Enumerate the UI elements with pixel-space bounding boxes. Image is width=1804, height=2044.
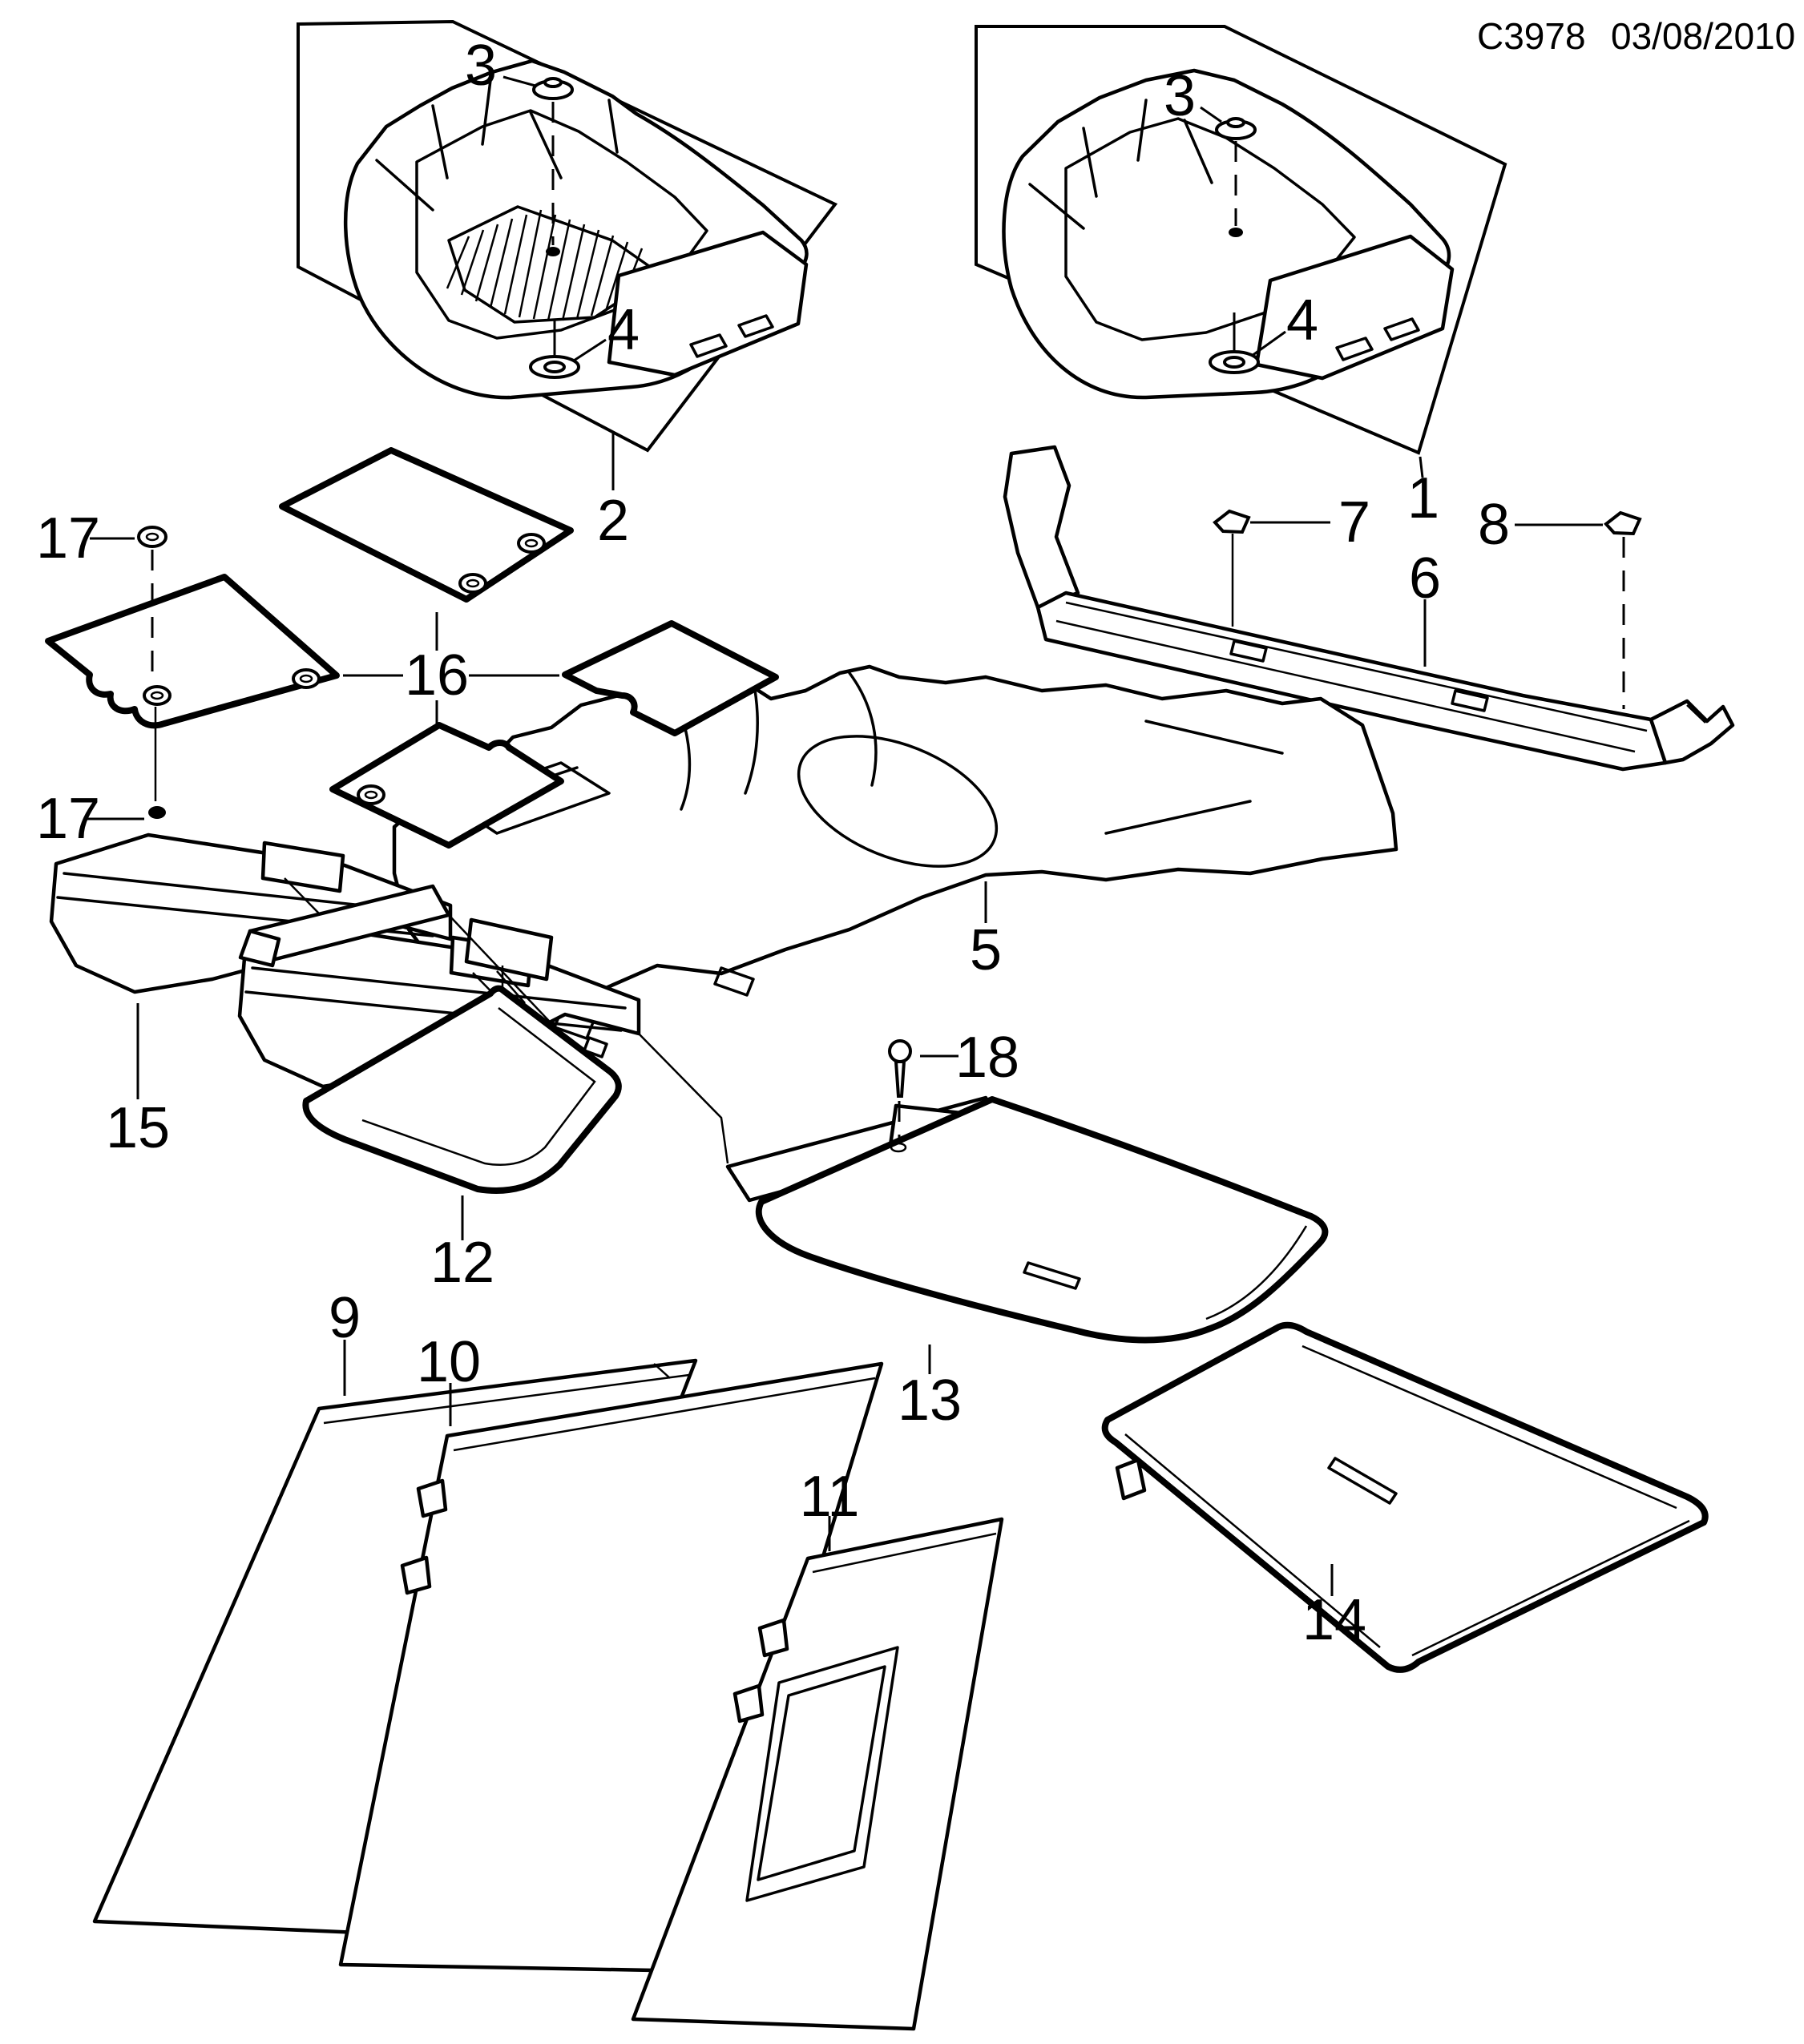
clip-icon — [1604, 510, 1642, 536]
callout-2: 2 — [597, 489, 629, 553]
washer-4-left — [529, 319, 607, 379]
panel-11-window — [745, 1646, 899, 1902]
callout-18: 18 — [955, 1026, 1019, 1090]
nut-icon-cap — [1226, 117, 1245, 128]
clip-7 — [1213, 509, 1330, 627]
mat-front-left — [45, 574, 340, 729]
trunk-floor-carpet: 13 18 — [725, 1026, 1329, 1433]
washer-icon-hole — [543, 361, 566, 373]
callout-4-right: 4 — [1286, 288, 1318, 353]
callout-3-left: 3 — [465, 34, 497, 98]
detail-box-left: 3 4 2 — [297, 19, 838, 553]
nut-3-left — [502, 75, 574, 256]
mat-front-right — [279, 447, 574, 603]
a-pillar-trim — [1003, 445, 1080, 610]
leader-1 — [1419, 456, 1424, 478]
fastener-point — [1229, 228, 1243, 237]
callout-8: 8 — [1478, 493, 1510, 557]
callout-6: 6 — [1409, 546, 1441, 611]
trunk-mat: 14 — [1101, 1321, 1709, 1673]
callout-11: 11 — [800, 1465, 860, 1529]
callout-4-left: 4 — [607, 298, 640, 362]
callout-10: 10 — [417, 1330, 481, 1394]
drawing-code: C3978 — [1477, 15, 1586, 57]
mat-rear-left — [329, 722, 564, 849]
front-carpet-left-drawing — [344, 58, 809, 400]
callout-15: 15 — [106, 1096, 170, 1160]
pin-icon-head — [888, 1039, 912, 1063]
callout-16: 16 — [405, 643, 469, 708]
nut-icon-cap — [543, 77, 563, 88]
detail-box-right-outline — [975, 25, 1507, 455]
mat-rear-right — [562, 620, 779, 736]
floor-mat-set: 16 17 17 — [36, 447, 779, 851]
detail-box-right: 3 4 1 — [975, 25, 1507, 530]
nut-3-right — [1200, 106, 1257, 237]
callout-12: 12 — [430, 1231, 494, 1295]
washer-icon-hole — [1223, 356, 1245, 369]
clip-icon — [1213, 509, 1251, 534]
washer-4-right — [1209, 312, 1286, 374]
callout-5: 5 — [970, 918, 1002, 982]
grommet-icon — [137, 526, 167, 548]
clip-17-top — [87, 526, 167, 820]
panel-11 — [631, 1517, 1004, 2031]
header: C3978 03/08/2010 — [1477, 15, 1795, 57]
callout-17-top: 17 — [36, 506, 100, 570]
seat-back-panels: 9 10 11 — [92, 1286, 1004, 2031]
leader-16 — [343, 612, 559, 726]
load-floor-front: 12 — [238, 884, 622, 1295]
callout-3-right: 3 — [1164, 64, 1196, 128]
sill-end-bracket — [1649, 699, 1735, 765]
callout-7: 7 — [1338, 490, 1370, 554]
pin-18 — [888, 1039, 959, 1153]
clip-point — [148, 806, 166, 819]
callout-14: 14 — [1302, 1588, 1366, 1652]
callout-17-bottom: 17 — [36, 787, 100, 851]
tunnel-opening — [797, 735, 999, 868]
fastener-point — [546, 247, 560, 256]
drawing-date: 03/08/2010 — [1611, 15, 1795, 57]
sill-trim-assembly: 6 7 8 — [1003, 445, 1735, 772]
trunk-carpet-board — [755, 1096, 1329, 1344]
heel-pad-hatch — [446, 209, 644, 321]
callout-1: 1 — [1407, 466, 1439, 530]
pin-icon-shaft — [894, 1060, 906, 1098]
callout-13: 13 — [898, 1369, 962, 1433]
callout-9: 9 — [329, 1286, 361, 1350]
clip-8 — [1515, 510, 1642, 709]
trunk-mat-outline — [1101, 1321, 1709, 1673]
